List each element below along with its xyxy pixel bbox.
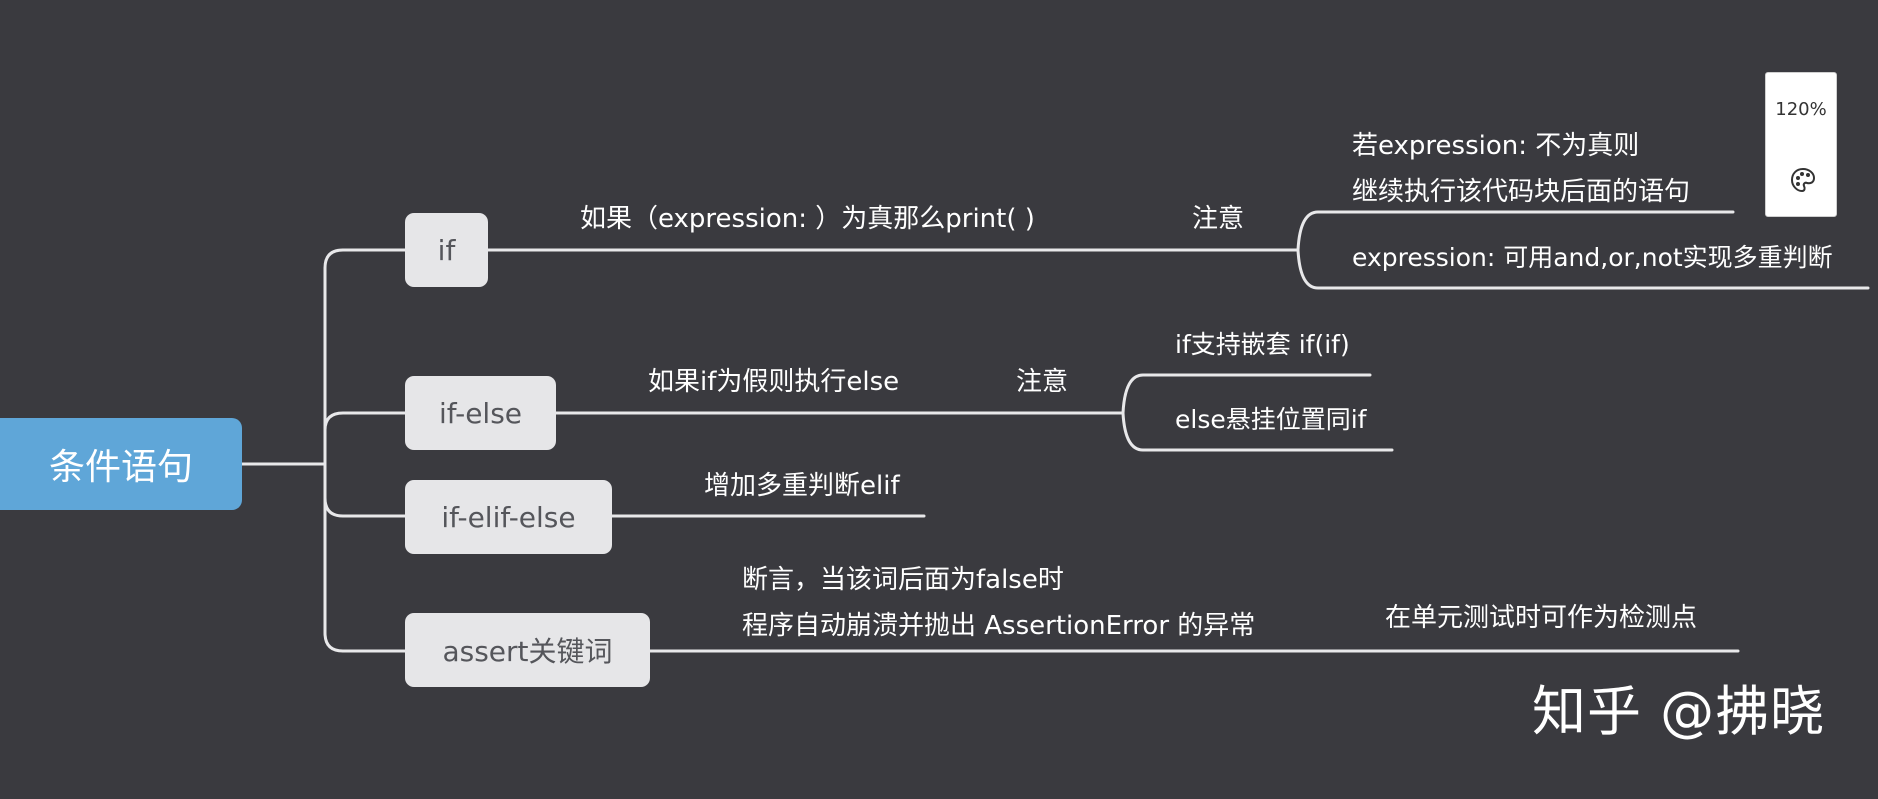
watermark: 知乎 @拂晓 bbox=[1532, 680, 1826, 743]
assert-detail-text: 断言，当该词后面为false时 程序自动崩溃并抛出 AssertionError… bbox=[742, 565, 1256, 641]
branch-node-if-elif-else[interactable]: if-elif-else bbox=[405, 480, 612, 554]
connector-if-elif-else bbox=[323, 496, 407, 518]
if-else-detail-text: 如果if为假则执行else bbox=[648, 367, 900, 397]
zoom-level[interactable]: 120% bbox=[1775, 99, 1827, 120]
zoom-panel: 120% bbox=[1765, 72, 1837, 217]
branch-node-if-elif-else-label: if-elif-else bbox=[441, 500, 576, 534]
branch-node-if-else[interactable]: if-else bbox=[405, 376, 556, 450]
if-else-note-1: if支持嵌套 if(if) bbox=[1175, 330, 1350, 359]
assert-extra-text: 在单元测试时可作为检测点 bbox=[1385, 603, 1698, 633]
connector-if-notes bbox=[1296, 210, 1735, 252]
if-note-2: expression: 可用and,or,not实现多重判断 bbox=[1352, 243, 1833, 272]
if-detail-text: 如果（expression: ）为真那么print( ) bbox=[580, 204, 1035, 234]
branch-node-assert-label: assert关键词 bbox=[442, 635, 613, 668]
if-note-label: 注意 bbox=[1192, 204, 1245, 234]
if-else-note-2: else悬挂位置同if bbox=[1175, 405, 1367, 434]
connector-if-else-notes bbox=[1121, 373, 1372, 415]
root-node-label: 条件语句 bbox=[48, 447, 193, 488]
if-else-note-label: 注意 bbox=[1016, 367, 1069, 397]
root-node-conditional-statements[interactable]: 条件语句 bbox=[0, 418, 242, 510]
branch-node-if-else-label: if-else bbox=[438, 396, 523, 430]
connector-trunk bbox=[323, 248, 345, 653]
palette-icon[interactable] bbox=[1788, 165, 1818, 195]
branch-node-if[interactable]: if bbox=[405, 213, 488, 287]
if-elif-else-detail-text: 增加多重判断elif bbox=[704, 471, 900, 501]
connector-if-notes-2 bbox=[1296, 248, 1870, 290]
if-note-1: 若expression: 不为真则 继续执行该代码块后面的语句 bbox=[1352, 131, 1691, 207]
connector-if-else-notes-2 bbox=[1121, 411, 1394, 452]
connector-if-else bbox=[323, 411, 407, 432]
branch-node-assert[interactable]: assert关键词 bbox=[405, 613, 650, 687]
branch-node-if-label: if bbox=[437, 233, 456, 267]
